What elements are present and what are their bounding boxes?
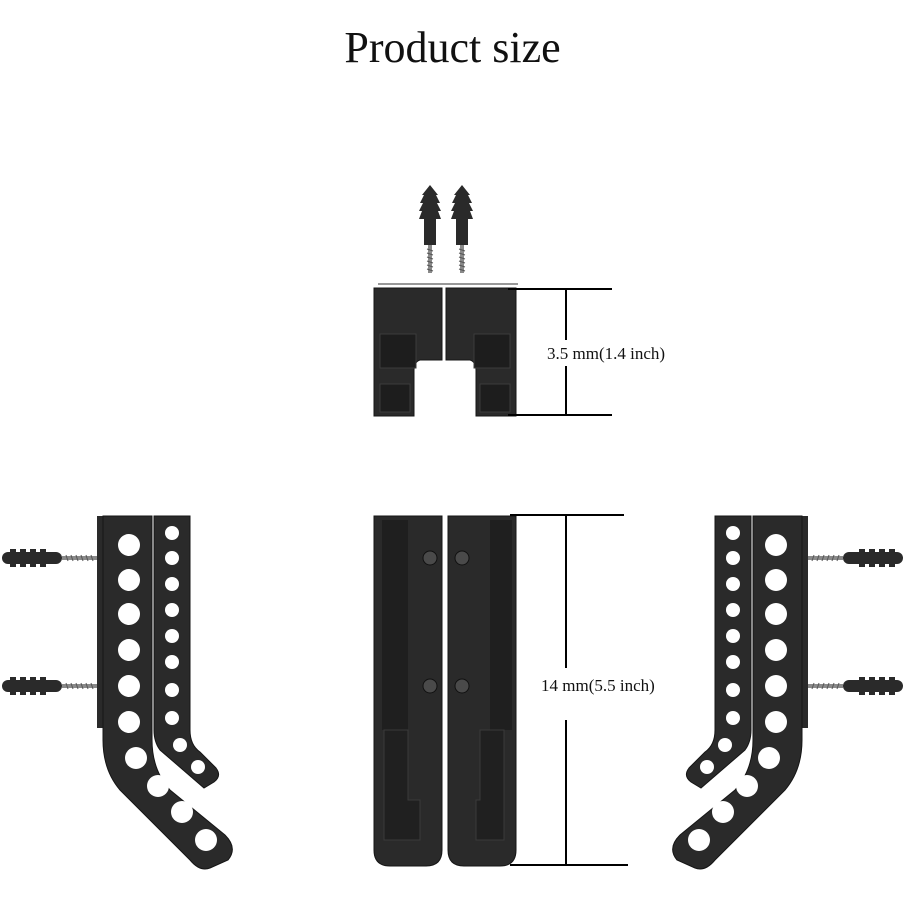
screw-icon [422, 678, 438, 694]
screw-icon [454, 678, 470, 694]
top-view-bracket [373, 184, 518, 417]
wall-anchor-icon [450, 184, 474, 274]
wall-anchor-icon [806, 548, 904, 568]
wall-anchor-icon [418, 184, 442, 274]
front-dimension-label: 14 mm(5.5 inch) [541, 676, 655, 695]
wall-anchor-icon [1, 676, 99, 696]
wall-anchor-icon [1, 548, 99, 568]
right-side-bracket [672, 515, 904, 870]
wall-anchor-icon [806, 676, 904, 696]
screw-icon [454, 550, 470, 566]
front-dimension-marker [510, 514, 628, 866]
top-dimension-marker [508, 288, 612, 416]
top-dimension-label: 3.5 mm(1.4 inch) [547, 344, 665, 363]
page-title: Product size [344, 23, 561, 72]
front-view-bracket [373, 515, 517, 867]
left-side-bracket [1, 515, 233, 870]
screw-icon [422, 550, 438, 566]
